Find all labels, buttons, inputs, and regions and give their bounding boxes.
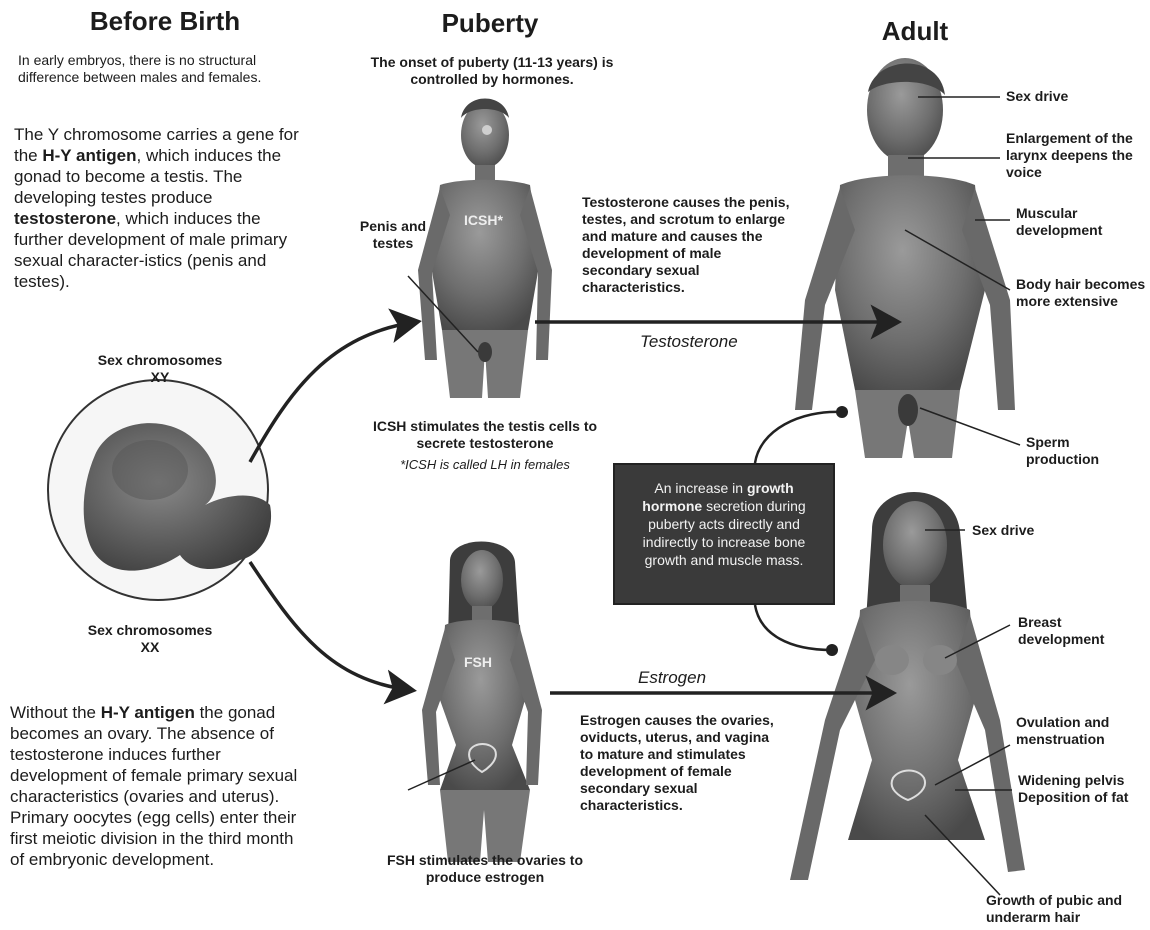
female-label-sex-drive: Sex drive xyxy=(972,522,1102,539)
female-label-ovulation: Ovulation and menstruation xyxy=(1016,714,1136,748)
estrogen-arrow-label: Estrogen xyxy=(638,668,706,688)
intro-text: In early embryos, there is no structural… xyxy=(18,52,318,86)
embryo-illustration xyxy=(48,380,271,600)
male-label-larynx: Enlargement of the larynx deepens the vo… xyxy=(1006,130,1146,181)
puberty-onset-text: The onset of puberty (11-13 years) is co… xyxy=(362,54,622,88)
female-label-pelvis: Widening pelvis Deposition of fat xyxy=(1018,772,1143,806)
fsh-tag: FSH xyxy=(464,654,492,671)
male-label-muscular: Muscular development xyxy=(1016,205,1146,239)
penis-testes-label: Penis and testes xyxy=(358,218,428,252)
arrow-to-female-puberty xyxy=(250,562,410,690)
no-hy-antigen-paragraph: Without the H-Y antigen the gonad become… xyxy=(10,702,310,870)
adult-male-figure xyxy=(795,58,1015,458)
female-label-pubic-hair: Growth of pubic and underarm hair xyxy=(986,892,1126,926)
xx-chromosome-label: Sex chromosomes XX xyxy=(60,622,240,656)
puberty-girl-figure xyxy=(422,541,542,862)
female-label-breast: Breast development xyxy=(1018,614,1128,648)
estrogen-effects-text: Estrogen causes the ovaries, oviducts, u… xyxy=(580,712,780,814)
icsh-caption: ICSH stimulates the testis cells to secr… xyxy=(360,418,610,452)
header-puberty: Puberty xyxy=(390,8,590,39)
xy-chromosome-label: Sex chromosomes XY xyxy=(70,352,250,386)
header-before-birth: Before Birth xyxy=(60,6,270,37)
male-label-sperm: Sperm production xyxy=(1026,434,1136,468)
testosterone-effects-text: Testosterone causes the penis, testes, a… xyxy=(582,194,792,296)
y-chromosome-paragraph: The Y chromosome carries a gene for the … xyxy=(14,124,304,292)
male-label-body-hair: Body hair becomes more extensive xyxy=(1016,276,1146,310)
male-label-sex-drive: Sex drive xyxy=(1006,88,1136,105)
icsh-footnote: *ICSH is called LH in females xyxy=(375,456,595,473)
growth-hormone-box: An increase in growth hormone secretion … xyxy=(613,463,835,605)
fsh-caption: FSH stimulates the ovaries to produce es… xyxy=(360,852,610,886)
icsh-tag: ICSH* xyxy=(464,212,503,229)
testosterone-arrow-label: Testosterone xyxy=(640,332,738,352)
puberty-boy-figure xyxy=(418,99,552,399)
header-adult: Adult xyxy=(830,16,1000,47)
